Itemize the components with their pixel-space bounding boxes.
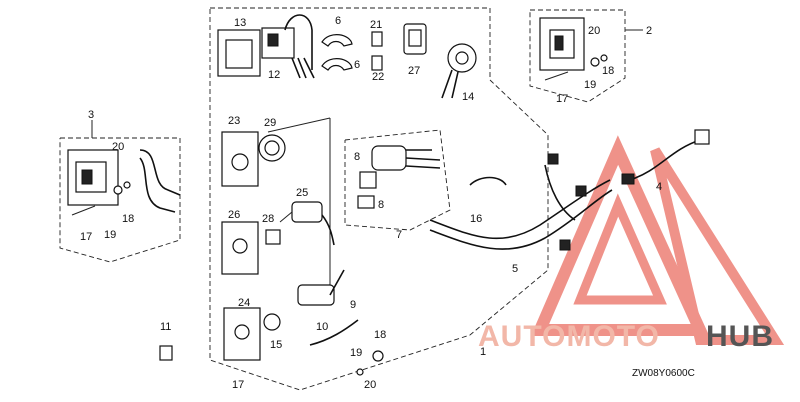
- callout-2: 2: [646, 25, 652, 37]
- fasteners-18-19-20: [356, 350, 384, 376]
- callout-11: 11: [160, 321, 171, 333]
- clip-11: [159, 345, 173, 361]
- cover-27: [403, 23, 427, 55]
- wire-harness-5: [429, 153, 613, 251]
- assembly-outline: [209, 7, 549, 391]
- callout-4: 4: [656, 181, 662, 193]
- callout-17b: 17: [80, 231, 92, 243]
- switch-panel-13: [217, 29, 261, 77]
- callout-14: 14: [462, 91, 474, 103]
- callout-15: 15: [270, 339, 282, 351]
- callout-19c: 19: [350, 347, 362, 359]
- wire-10: [309, 319, 359, 346]
- ring-29: [258, 134, 286, 162]
- screw-21-22: [371, 31, 383, 71]
- switch-12: [261, 14, 315, 79]
- watermark-text-left: AUTOMOTO: [478, 320, 660, 353]
- callout-8a: 8: [354, 151, 360, 163]
- callout-20c: 20: [364, 379, 376, 391]
- callout-19a: 19: [584, 79, 596, 91]
- callout-labels: 1 2 3 4 5 6 6 7 8 8 9 10 11 12 13 14 15 …: [80, 15, 662, 391]
- callout-20a: 20: [588, 25, 600, 37]
- plate-23: [221, 131, 259, 187]
- callout-7: 7: [396, 229, 402, 241]
- callout-5: 5: [512, 263, 518, 275]
- callout-21: 21: [370, 19, 382, 31]
- callout-26: 26: [228, 209, 240, 221]
- ring-15: [263, 313, 281, 331]
- diagram-code: ZW08Y0600C: [632, 368, 695, 379]
- callout-10: 10: [316, 321, 328, 333]
- callout-24: 24: [238, 297, 250, 309]
- plate-24: [223, 307, 261, 361]
- callout-22: 22: [372, 71, 384, 83]
- key-switch-box-7: [344, 129, 451, 231]
- band-16: [469, 176, 507, 186]
- callout-20b: 20: [112, 141, 124, 153]
- callout-17c: 17: [232, 379, 244, 391]
- buzzer-14: [441, 43, 477, 99]
- plate-26: [221, 221, 259, 275]
- callout-19b: 19: [104, 229, 116, 241]
- cable-4: [621, 129, 710, 185]
- callout-12: 12: [268, 69, 280, 81]
- callout-13: 13: [234, 17, 246, 29]
- switch-box-2: [529, 9, 643, 103]
- callout-18a: 18: [602, 65, 614, 77]
- callout-6b: 6: [354, 59, 360, 71]
- callout-6a: 6: [335, 15, 341, 27]
- watermark-logo: [530, 135, 785, 345]
- watermark-text: AUTOMOTO HUB: [478, 320, 774, 353]
- callout-28: 28: [262, 213, 274, 225]
- callout-9: 9: [350, 299, 356, 311]
- switch-25-28: [265, 201, 335, 246]
- callout-23: 23: [228, 115, 240, 127]
- callout-18c: 18: [374, 329, 386, 341]
- callout-3: 3: [88, 109, 94, 121]
- callout-8b: 8: [378, 199, 384, 211]
- watermark-text-right: HUB: [706, 320, 774, 353]
- clip-6: [321, 34, 353, 71]
- callout-17a: 17: [556, 93, 568, 105]
- solenoid-9: [297, 269, 345, 306]
- callout-16: 16: [470, 213, 482, 225]
- callout-27: 27: [408, 65, 420, 77]
- callout-25: 25: [296, 187, 308, 199]
- callout-18b: 18: [122, 213, 134, 225]
- callout-29: 29: [264, 117, 276, 129]
- switch-box-3: [59, 120, 181, 263]
- callout-1: 1: [480, 346, 486, 358]
